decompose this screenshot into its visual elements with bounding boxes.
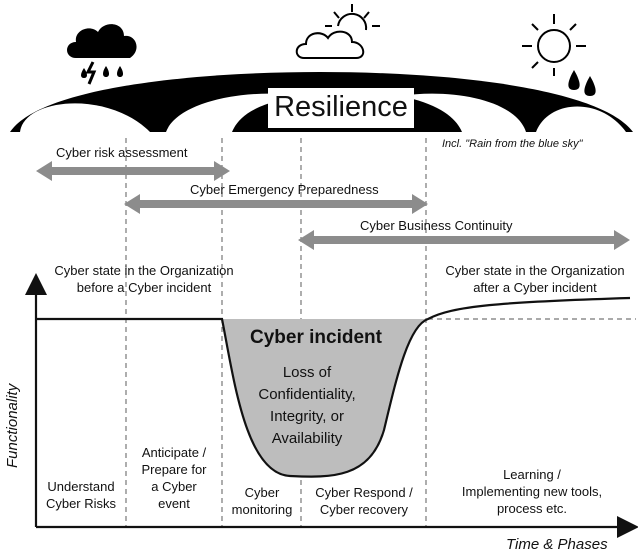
- phase-learning-line-2: Implementing new tools,: [461, 484, 603, 499]
- phase-anticipate-line-4: event: [158, 496, 190, 511]
- state-after-line-1: Cyber state in the Organization: [445, 263, 625, 278]
- phase-monitoring-line-1: Cyber: [244, 485, 280, 500]
- x-axis-label: Time & Phases: [506, 536, 608, 553]
- incident-line-4: Availability: [271, 430, 343, 447]
- phase-learning-line-1: Learning /: [503, 467, 561, 482]
- phase-learning-line-3: process etc.: [496, 501, 568, 516]
- incident-description: Loss of Confidentiality, Integrity, or A…: [232, 362, 382, 450]
- phase-anticipate: Anticipate / Prepare for a Cyber event: [128, 444, 220, 512]
- incident-dip-fill: [222, 319, 428, 477]
- incident-line-1: Loss of: [282, 364, 332, 381]
- phase-understand-line-1: Understand: [47, 479, 115, 494]
- phase-respond-line-1: Cyber Respond /: [315, 485, 413, 500]
- phase-anticipate-line-2: Prepare for: [141, 462, 207, 477]
- arrow-label-business-continuity: Cyber Business Continuity: [360, 218, 513, 233]
- incident-title: Cyber incident: [250, 327, 382, 348]
- phase-anticipate-line-3: a Cyber: [151, 479, 197, 494]
- resilience-title: Resilience: [268, 88, 414, 128]
- state-after-label: Cyber state in the Organization after a …: [430, 262, 638, 296]
- phase-learning: Learning / Implementing new tools, proce…: [432, 466, 632, 517]
- phase-understand: Understand Cyber Risks: [38, 478, 124, 512]
- timeline-arrows: [36, 161, 630, 250]
- phase-respond-line-2: Cyber recovery: [319, 502, 409, 517]
- phase-respond: Cyber Respond / Cyber recovery: [303, 484, 425, 518]
- state-before-label: Cyber state in the Organization before a…: [34, 262, 254, 296]
- phase-understand-line-2: Cyber Risks: [45, 496, 117, 511]
- state-after-line-2: after a Cyber incident: [473, 280, 597, 295]
- axes: [25, 273, 638, 538]
- sun-rain-icon: [522, 14, 596, 96]
- incident-line-2: Confidentiality,: [258, 386, 356, 403]
- phase-monitoring: Cyber monitoring: [224, 484, 300, 518]
- incident-line-3: Integrity, or: [270, 408, 344, 425]
- storm-cloud-icon: [67, 24, 137, 85]
- state-before-line-2: before a Cyber incident: [76, 280, 212, 295]
- functionality-curve: [36, 296, 631, 478]
- arrow-label-emergency-preparedness: Cyber Emergency Preparedness: [190, 182, 379, 197]
- state-before-line-1: Cyber state in the Organization: [54, 263, 234, 278]
- arrow-label-risk-assessment: Cyber risk assessment: [56, 145, 188, 160]
- rain-note: Incl. "Rain from the blue sky": [442, 138, 583, 150]
- phase-anticipate-line-1: Anticipate /: [141, 445, 207, 460]
- sun-behind-cloud-icon: [295, 4, 380, 59]
- y-axis-label: Functionality: [4, 383, 21, 468]
- phase-monitoring-line-2: monitoring: [231, 502, 293, 517]
